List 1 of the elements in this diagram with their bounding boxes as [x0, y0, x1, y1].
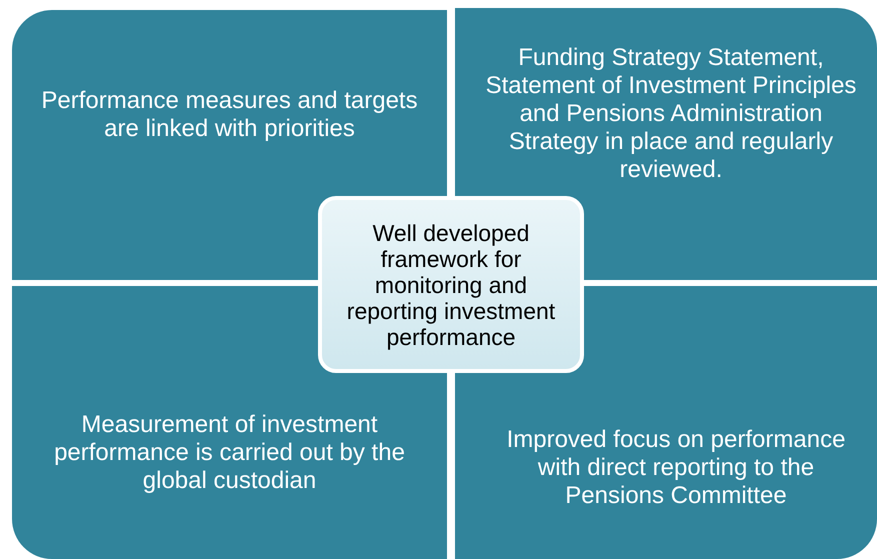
center-box: Well developed framework for monitoring and reporting investment performance: [318, 196, 584, 373]
